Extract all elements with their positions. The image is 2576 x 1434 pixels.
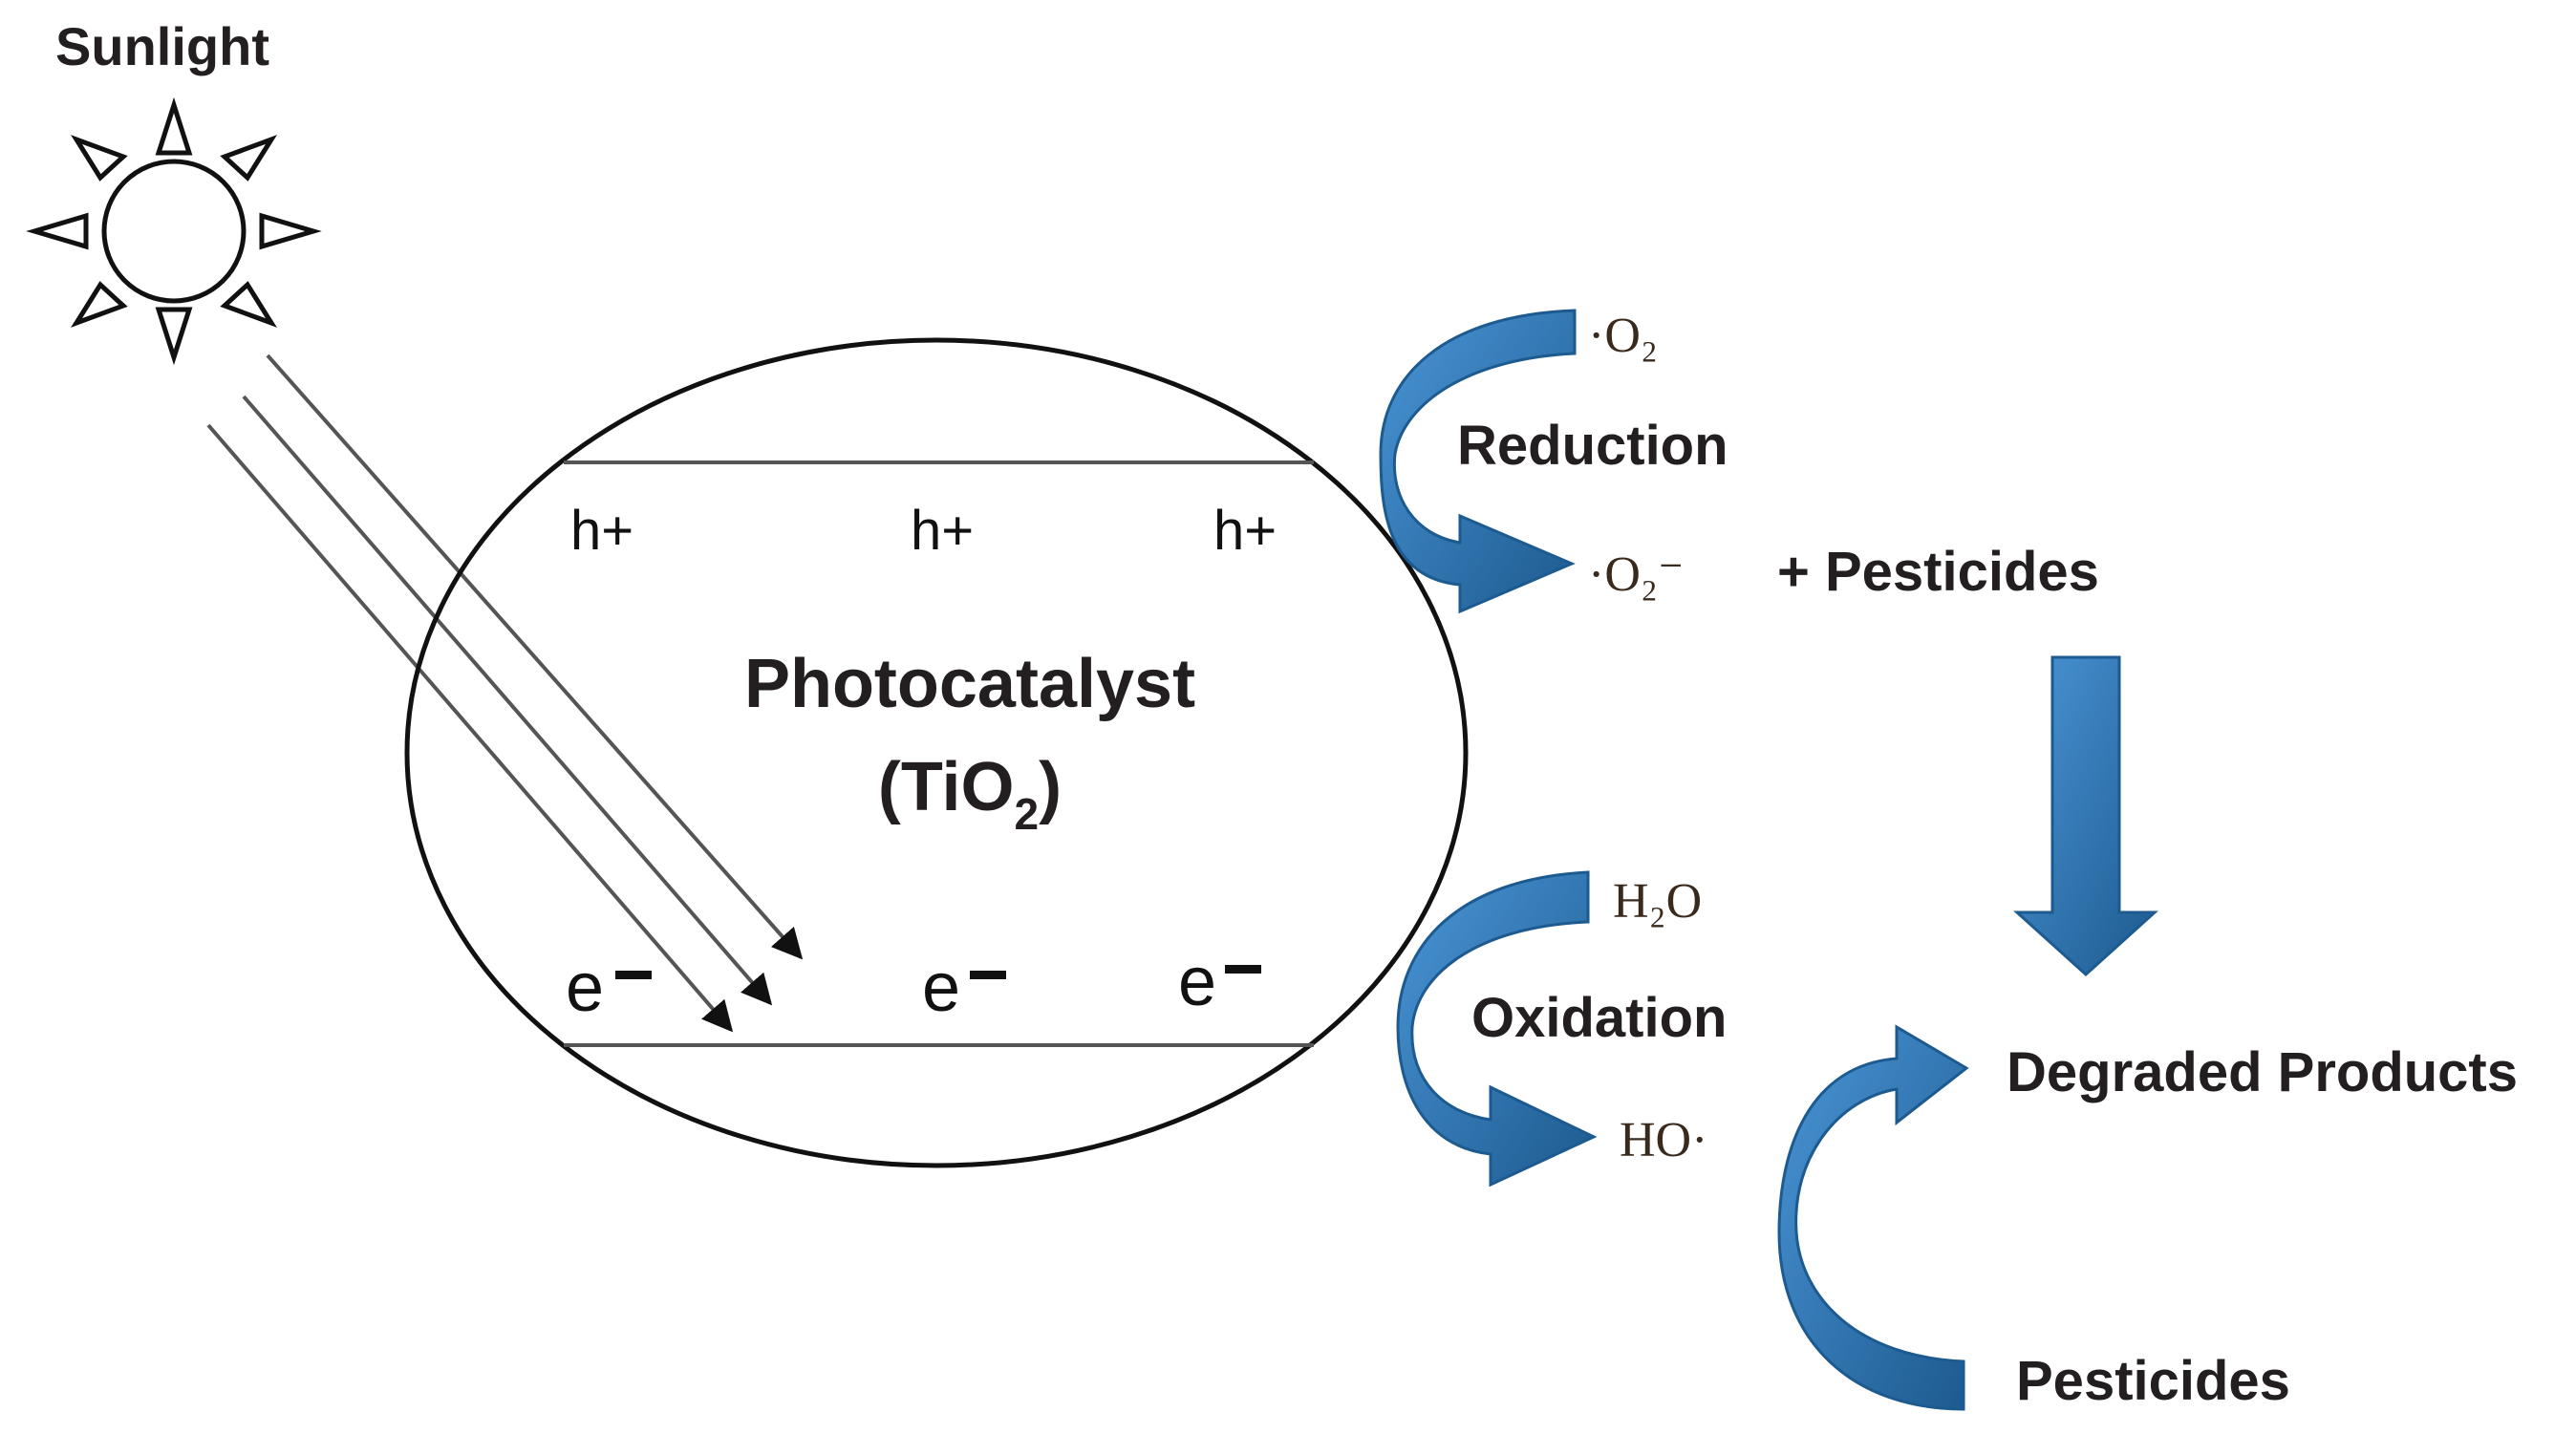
hole-label: h+ — [911, 500, 974, 562]
electron-charge-sign — [970, 971, 1006, 979]
catalyst-formula: (TiO2) — [878, 749, 1062, 839]
reduction-product: ·O₂⁻ — [1588, 547, 1684, 602]
pesticides-label: Pesticides — [2016, 1350, 2290, 1412]
hole-label: h+ — [570, 500, 633, 562]
light-ray — [242, 395, 773, 1006]
plus-pesticides-label: + Pesticides — [1777, 541, 2099, 603]
light-ray — [266, 353, 804, 960]
electron-charge-sign — [615, 971, 652, 979]
electron: e — [922, 950, 1006, 1026]
sunlight-label: Sunlight — [55, 16, 269, 76]
electron-label: e — [566, 950, 604, 1026]
photocatalyst-particle — [404, 337, 1469, 1168]
reduction-curved-arrow — [1379, 309, 1577, 614]
electron-charge-sign — [1225, 965, 1261, 974]
down-arrow — [2013, 655, 2158, 977]
oxidation-reactant: H₂O — [1613, 874, 1702, 929]
electron: e — [1178, 944, 1261, 1020]
electron: e — [566, 950, 652, 1026]
light-ray — [206, 423, 734, 1033]
oxidation-curved-arrow — [1396, 870, 1598, 1188]
reduction-label: Reduction — [1457, 415, 1728, 477]
degradation-curved-arrow — [1777, 1024, 1969, 1411]
photocatalyst-label: Photocatalyst — [744, 646, 1195, 722]
light-rays — [206, 353, 804, 1033]
oxidation-product: HO· — [1620, 1113, 1707, 1167]
electron-label: e — [922, 950, 960, 1026]
electron-label: e — [1178, 944, 1216, 1020]
sun-icon — [26, 96, 322, 366]
hole-label: h+ — [1213, 500, 1277, 562]
oxidation-label: Oxidation — [1471, 987, 1727, 1049]
degraded-products-label: Degraded Products — [2007, 1041, 2518, 1103]
reduction-reactant: ·O₂ — [1588, 309, 1658, 363]
